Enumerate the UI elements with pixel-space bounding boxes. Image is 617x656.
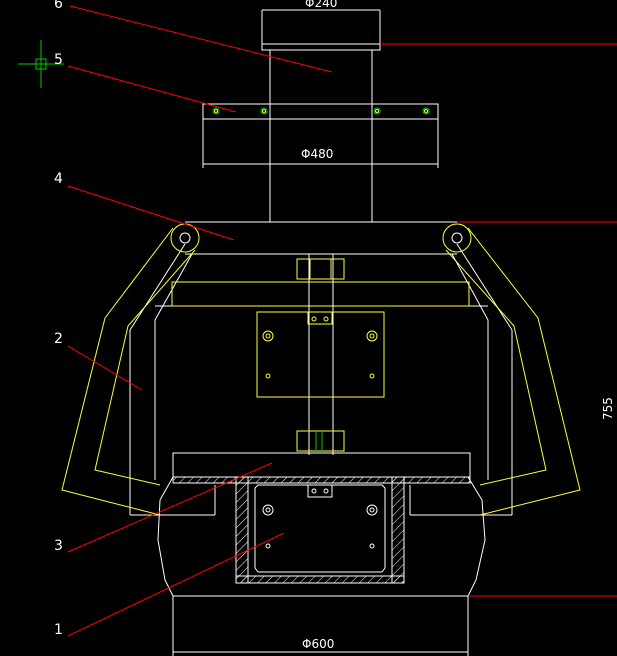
- pivot-left: [170, 223, 200, 253]
- dim-mid-text: Φ480: [301, 147, 333, 161]
- left-jaw: [61, 227, 196, 516]
- dimension-bottom: Φ600: [172, 596, 469, 656]
- top-cylinder: [261, 43, 381, 222]
- dim-top-text: Φ240: [305, 0, 337, 10]
- bracket-block: [256, 311, 385, 398]
- right-jaw: [445, 227, 581, 516]
- dimension-top: Φ240: [261, 0, 381, 44]
- part-label-5: 5: [54, 52, 63, 68]
- dim-height-text: 755: [601, 397, 615, 420]
- central-screw: [296, 254, 345, 455]
- lower-plate: [172, 452, 471, 478]
- part-label-4: 4: [54, 171, 63, 187]
- yellow-crossbar: [171, 281, 470, 307]
- part-label-2: 2: [54, 331, 63, 347]
- workpiece-body: [157, 476, 486, 597]
- part-label-3: 3: [54, 538, 63, 554]
- part-label-1: 1: [54, 622, 63, 638]
- cross-beam: [185, 221, 457, 255]
- main-frame: [129, 243, 513, 516]
- dimension-mid: Φ480: [202, 119, 439, 168]
- crosshair-cursor: [18, 40, 64, 88]
- leaders: [67, 5, 333, 637]
- pivot-right: [442, 223, 472, 253]
- dim-bottom-text: Φ600: [302, 637, 334, 651]
- flange-plate: [202, 103, 439, 120]
- part-label-6: 6: [54, 0, 63, 12]
